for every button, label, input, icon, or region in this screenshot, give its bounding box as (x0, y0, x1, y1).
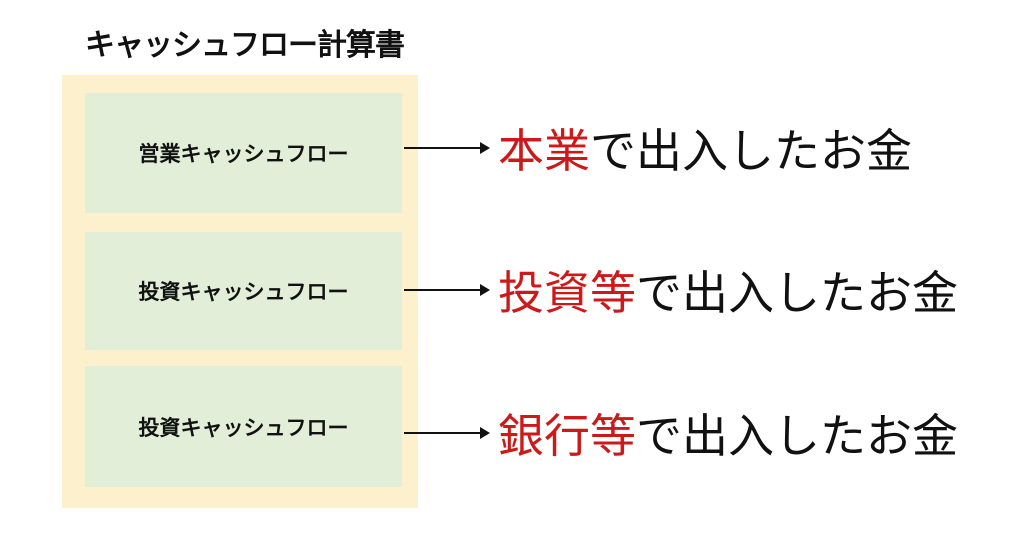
arrow-icon (404, 427, 490, 439)
description-3: 銀行等で出入したお金 (498, 400, 958, 466)
financing-cash-flow-box: 投資キャッシュフロー (85, 366, 402, 487)
highlight-text: 銀行等 (498, 409, 636, 463)
diagram-title: キャッシュフロー計算書 (85, 28, 405, 63)
description-text: で出入したお金 (590, 124, 912, 178)
investing-cash-flow-box: 投資キャッシュフロー (85, 232, 402, 350)
description-text: で出入したお金 (636, 409, 958, 463)
description-text: で出入したお金 (636, 266, 958, 320)
operating-cash-flow-box: 営業キャッシュフロー (85, 93, 402, 213)
highlight-text: 本業 (498, 124, 590, 178)
highlight-text: 投資等 (498, 266, 636, 320)
description-1: 本業で出入したお金 (498, 115, 912, 181)
arrow-icon (404, 284, 490, 296)
description-2: 投資等で出入したお金 (498, 257, 958, 323)
arrow-icon (404, 142, 490, 154)
